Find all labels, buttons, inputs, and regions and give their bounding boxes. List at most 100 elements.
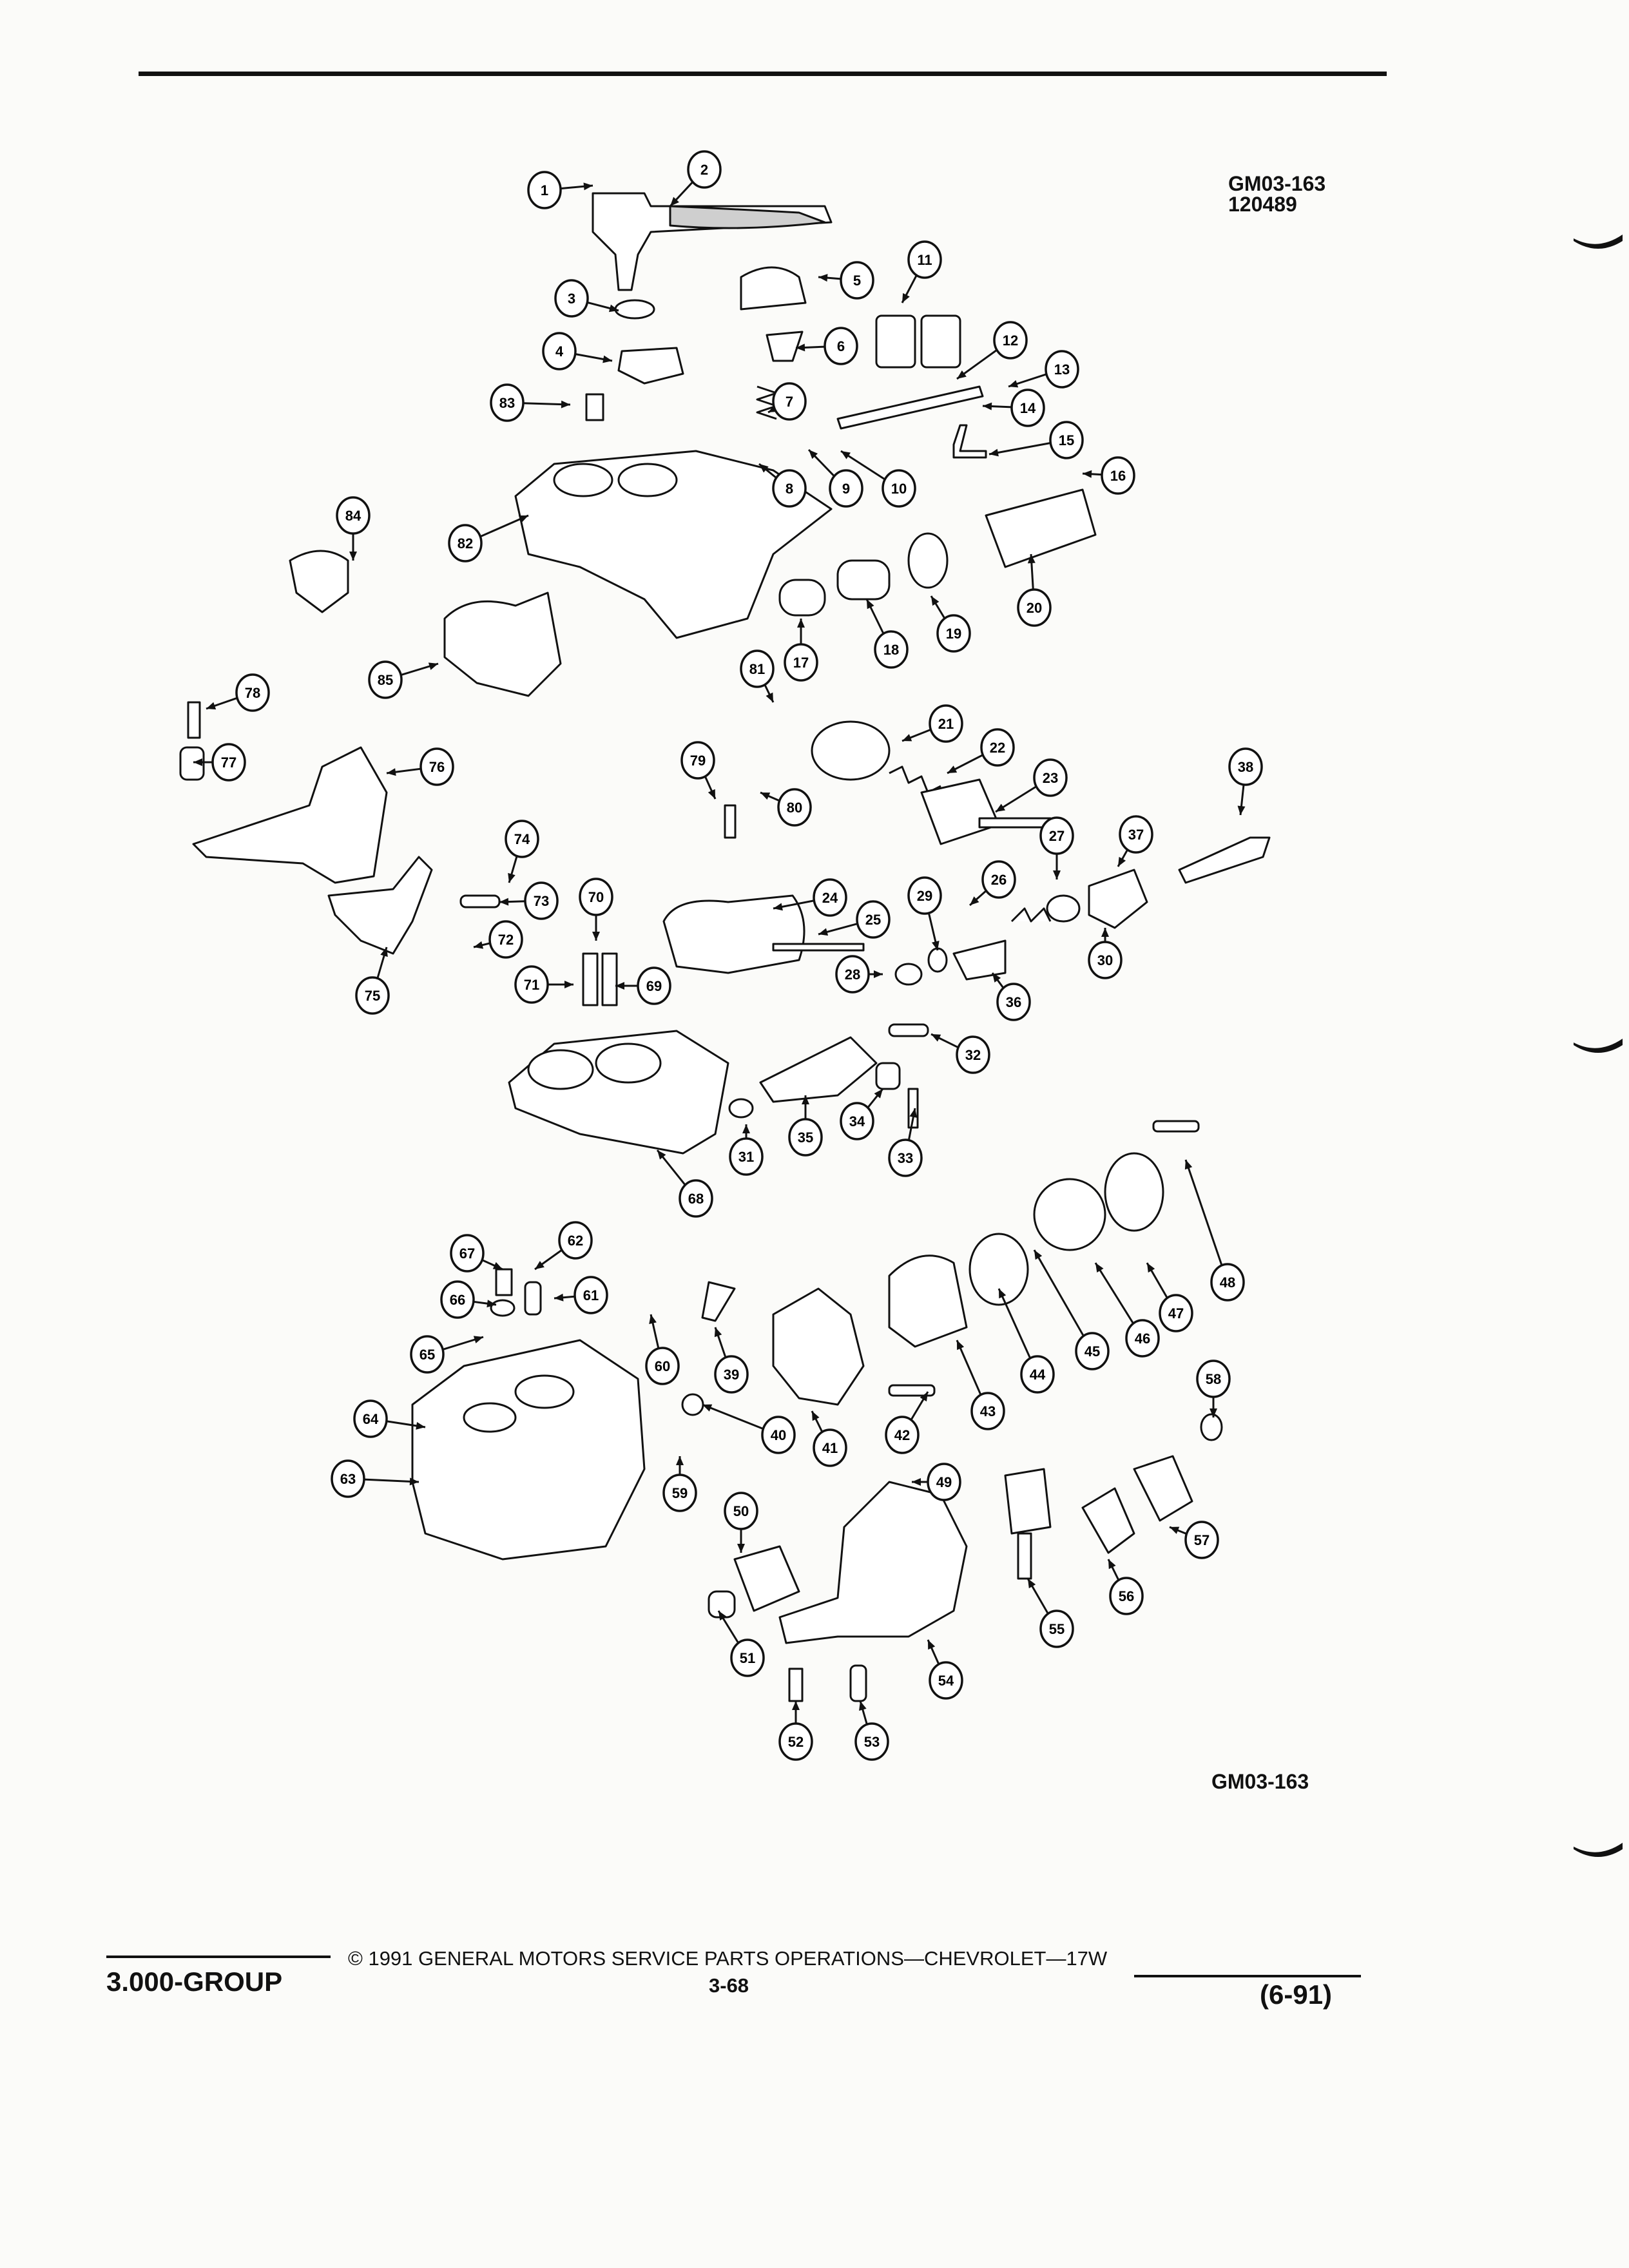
callout-50: 50 xyxy=(724,1492,758,1530)
callout-43: 43 xyxy=(970,1392,1005,1430)
callout-number: 3 xyxy=(568,291,575,307)
ring-44 xyxy=(969,1233,1029,1306)
callout-number: 79 xyxy=(690,753,706,769)
leader-arrow-14 xyxy=(983,402,992,410)
leader-arrow-2 xyxy=(670,197,679,206)
leader-arrow-36 xyxy=(992,973,1001,983)
callout-circle xyxy=(1033,758,1068,797)
callout-circle xyxy=(1196,1360,1231,1398)
callout-49: 49 xyxy=(927,1463,961,1501)
callout-66: 66 xyxy=(440,1280,475,1319)
leader-arrow-29 xyxy=(931,940,940,950)
leader-arrow-68 xyxy=(657,1150,666,1160)
leader-arrow-53 xyxy=(859,1701,867,1711)
callout-circle xyxy=(840,261,874,300)
callout-number: 2 xyxy=(700,162,708,178)
leader-arrow-37 xyxy=(1118,856,1126,867)
pin-53 xyxy=(849,1664,867,1702)
leader-arrow-55 xyxy=(1028,1579,1036,1589)
jets-70b xyxy=(601,952,618,1006)
leader-arrow-74 xyxy=(508,872,516,883)
callout-69: 69 xyxy=(637,966,671,1005)
leader-arrow-10 xyxy=(841,451,851,459)
pump-cover-43 xyxy=(888,1254,968,1348)
callout-number: 58 xyxy=(1206,1371,1221,1387)
callout-number: 69 xyxy=(646,978,662,994)
callout-number: 30 xyxy=(1097,952,1113,968)
callout-number: 37 xyxy=(1128,827,1144,843)
callout-circle xyxy=(956,1035,990,1074)
callout-number: 40 xyxy=(771,1427,786,1443)
leader-line-40 xyxy=(702,1403,764,1430)
gasket-68-port-left xyxy=(527,1049,594,1090)
callout-59: 59 xyxy=(662,1474,697,1512)
air-horn-82 xyxy=(514,450,833,639)
callout-55: 55 xyxy=(1039,1610,1074,1648)
callout-circle xyxy=(574,1276,608,1314)
leader-arrow-72 xyxy=(474,941,484,949)
callout-number: 55 xyxy=(1049,1621,1065,1637)
callout-number: 43 xyxy=(980,1403,996,1419)
callout-74: 74 xyxy=(505,820,539,858)
callout-circle xyxy=(505,820,539,858)
callout-number: 84 xyxy=(345,508,361,524)
callout-73: 73 xyxy=(524,881,559,920)
vacuum-break-5 xyxy=(740,266,807,311)
stem-55 xyxy=(1017,1532,1032,1580)
callout-number: 74 xyxy=(514,831,530,847)
callout-circle xyxy=(1210,1263,1245,1302)
callout-19: 19 xyxy=(936,614,971,653)
callout-12: 12 xyxy=(993,321,1028,360)
leader-arrow-21 xyxy=(902,734,912,742)
callout-number: 61 xyxy=(583,1287,599,1303)
leader-arrow-77 xyxy=(193,758,202,766)
leader-arrow-18 xyxy=(867,599,874,610)
leader-arrow-26 xyxy=(970,896,979,905)
valve-55 xyxy=(1004,1468,1052,1535)
gasket-11b xyxy=(920,314,961,369)
leader-arrow-42 xyxy=(920,1392,928,1402)
leader-line-63 xyxy=(363,1478,419,1483)
needle-79 xyxy=(724,804,737,839)
washer-66 xyxy=(490,1299,516,1317)
callout-10: 10 xyxy=(882,469,916,508)
callout-33: 33 xyxy=(888,1139,923,1177)
callout-number: 66 xyxy=(450,1292,465,1308)
callout-number: 28 xyxy=(845,966,860,983)
callout-circle xyxy=(1075,1332,1110,1370)
callout-32: 32 xyxy=(956,1035,990,1074)
spring-22 xyxy=(889,765,941,794)
callout-53: 53 xyxy=(854,1722,889,1761)
rod-39 xyxy=(701,1281,736,1322)
leader-arrow-39 xyxy=(714,1327,722,1338)
leader-arrow-62 xyxy=(535,1260,545,1269)
leader-arrow-15 xyxy=(989,448,999,457)
leader-arrow-78 xyxy=(206,702,217,710)
callout-circle xyxy=(368,660,403,699)
callout-circle xyxy=(1228,747,1263,786)
callout-number: 48 xyxy=(1220,1274,1235,1291)
callout-31: 31 xyxy=(729,1137,764,1176)
pump-body-41 xyxy=(772,1287,865,1406)
leader-arrow-31 xyxy=(742,1124,750,1133)
callout-9: 9 xyxy=(829,469,863,508)
callout-circle xyxy=(1119,815,1153,854)
callout-circle xyxy=(840,1102,874,1140)
callout-60: 60 xyxy=(645,1347,680,1385)
callout-84: 84 xyxy=(336,496,371,535)
callout-39: 39 xyxy=(714,1355,749,1394)
callout-circle xyxy=(772,469,807,508)
callout-circle xyxy=(829,469,863,508)
leader-line-15 xyxy=(988,442,1051,456)
air-horn-venturi-right xyxy=(617,463,678,497)
leader-arrow-27 xyxy=(1053,870,1061,879)
bracket-76 xyxy=(192,746,388,884)
callout-number: 4 xyxy=(555,343,564,360)
callout-circle xyxy=(874,630,909,669)
callout-circle xyxy=(777,788,812,827)
piston-18 xyxy=(836,559,891,601)
screw-48 xyxy=(1152,1120,1200,1133)
leader-arrow-25 xyxy=(818,928,829,936)
callout-number: 46 xyxy=(1135,1331,1150,1347)
